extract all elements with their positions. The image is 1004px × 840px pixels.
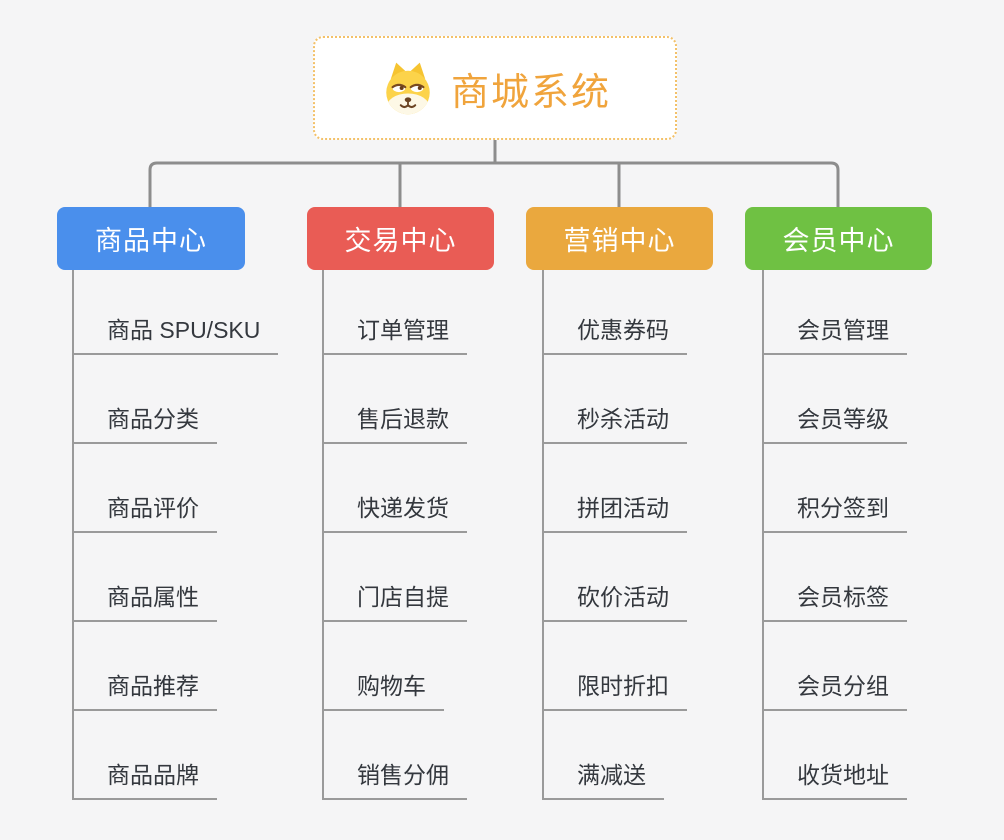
leaf-node[interactable]: 会员标签: [764, 533, 907, 622]
branch-node-marketing-center[interactable]: 营销中心: [526, 207, 713, 270]
leaf-node[interactable]: 会员等级: [764, 355, 907, 444]
leaf-node[interactable]: 售后退款: [324, 355, 467, 444]
branch-children-member-center: 会员管理 会员等级 积分签到 会员标签 会员分组 收货地址: [762, 270, 907, 800]
branch-label: 商品中心: [95, 226, 207, 256]
dog-face-icon: [386, 62, 430, 115]
branch-node-product-center[interactable]: 商品中心: [57, 207, 245, 270]
leaf-node[interactable]: 订单管理: [324, 270, 467, 355]
root-node[interactable]: 商城系统: [313, 36, 677, 140]
branch-children-marketing-center: 优惠券码 秒杀活动 拼团活动 砍价活动 限时折扣 满减送: [542, 270, 687, 800]
branch-node-member-center[interactable]: 会员中心: [745, 207, 932, 270]
leaf-node[interactable]: 购物车: [324, 622, 444, 711]
leaf-node[interactable]: 秒杀活动: [544, 355, 687, 444]
branch-label: 交易中心: [344, 226, 457, 256]
leaf-node[interactable]: 砍价活动: [544, 533, 687, 622]
leaf-node[interactable]: 商品 SPU/SKU: [74, 270, 279, 355]
leaf-node[interactable]: 优惠券码: [544, 270, 687, 355]
branch-bus-line: [148, 161, 840, 207]
branch-label: 会员中心: [782, 226, 895, 256]
leaf-node[interactable]: 销售分佣: [324, 711, 467, 800]
leaf-node[interactable]: 满减送: [544, 711, 664, 800]
branch-children-trade-center: 订单管理 售后退款 快递发货 门店自提 购物车 销售分佣: [322, 270, 467, 800]
leaf-node[interactable]: 商品评价: [74, 444, 217, 533]
leaf-node[interactable]: 会员分组: [764, 622, 907, 711]
leaf-node[interactable]: 积分签到: [764, 444, 907, 533]
leaf-node[interactable]: 快递发货: [324, 444, 467, 533]
branch-label: 营销中心: [563, 226, 676, 256]
leaf-node[interactable]: 商品属性: [74, 533, 217, 622]
leaf-node[interactable]: 商品推荐: [74, 622, 217, 711]
leaf-node[interactable]: 收货地址: [764, 711, 907, 800]
leaf-node[interactable]: 商品分类: [74, 355, 217, 444]
branch-node-trade-center[interactable]: 交易中心: [307, 207, 494, 270]
leaf-node[interactable]: 门店自提: [324, 533, 467, 622]
leaf-node[interactable]: 商品品牌: [74, 711, 217, 800]
leaf-node[interactable]: 拼团活动: [544, 444, 687, 533]
root-title: 商城系统: [450, 71, 611, 114]
branch-children-product-center: 商品 SPU/SKU 商品分类 商品评价 商品属性 商品推荐 商品品牌: [72, 270, 279, 800]
leaf-node[interactable]: 会员管理: [764, 270, 907, 355]
leaf-node[interactable]: 限时折扣: [544, 622, 687, 711]
